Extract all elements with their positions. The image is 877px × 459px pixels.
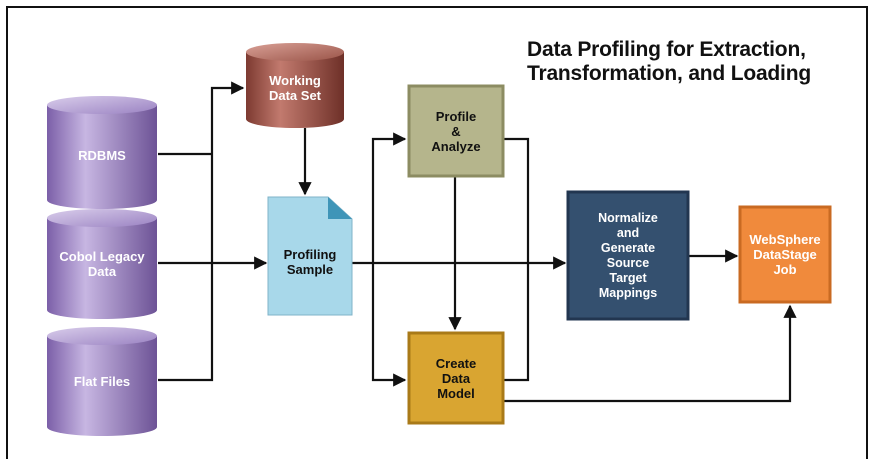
profile-analyze-label: Profile & Analyze	[409, 86, 503, 176]
cobol-label: Cobol Legacy Data	[47, 242, 157, 286]
rdbms-label: RDBMS	[47, 137, 157, 173]
connector-flat	[158, 81, 245, 382]
create-data-model-label: Create Data Model	[409, 333, 503, 423]
normalize-text-4: Source	[606, 255, 650, 270]
profile-text-1: Profile	[435, 108, 477, 124]
create-data-model-box	[407, 331, 505, 425]
profile-text-3: Analyze	[431, 138, 481, 154]
connector-bus-profile	[371, 132, 407, 263]
normalize-text-3: Generate	[600, 240, 656, 255]
profile-analyze-box	[407, 84, 505, 178]
profiling-sample-document	[267, 196, 353, 316]
flat-files-text: Flat Files	[73, 373, 131, 389]
normalize-text-1: Normalize	[598, 210, 658, 225]
websphere-text-1: WebSphere	[749, 232, 821, 247]
websphere-label: WebSphere DataStage Job	[740, 207, 830, 302]
websphere-box	[738, 205, 832, 304]
create-text-1: Create	[435, 355, 477, 371]
connector-bus-create	[371, 263, 407, 387]
flat-files-label: Flat Files	[47, 364, 157, 398]
profiling-sample-label: Profiling Sample	[268, 240, 352, 284]
title-line-2: Transformation, and Loading	[527, 62, 811, 85]
working-data-set-label: Working Data Set	[246, 68, 344, 108]
normalize-label: Normalize and Generate Source Target Map…	[568, 192, 688, 319]
wds-text-1: Working	[269, 73, 321, 88]
sample-text-2: Sample	[286, 262, 334, 277]
rdbms-cylinder	[47, 96, 157, 209]
connector-create-to-websphere	[503, 304, 797, 403]
websphere-text-3: Job	[773, 262, 797, 277]
profile-text-2: &	[451, 123, 461, 139]
cobol-text-2: Data	[87, 264, 117, 279]
normalize-text-6: Mappings	[598, 285, 658, 300]
title-line-1: Data Profiling for Extraction,	[527, 38, 806, 61]
normalize-box	[566, 190, 690, 321]
cobol-text-1: Cobol Legacy	[59, 249, 145, 264]
connector-profile-loop	[503, 137, 530, 382]
wds-text-2: Data Set	[268, 88, 322, 103]
create-text-3: Model	[437, 385, 475, 401]
sample-text-1: Profiling	[283, 247, 337, 262]
create-text-2: Data	[441, 370, 471, 386]
working-data-set-cylinder	[246, 43, 344, 128]
connectors	[158, 81, 797, 403]
diagram-title: Data Profiling for Extraction, Transform…	[527, 38, 847, 86]
normalize-text-2: and	[616, 225, 640, 240]
websphere-text-2: DataStage	[753, 247, 817, 262]
normalize-text-5: Target	[609, 270, 647, 285]
rdbms-text: RDBMS	[78, 147, 126, 163]
cobol-cylinder	[47, 209, 157, 319]
flat-files-cylinder	[47, 327, 157, 436]
